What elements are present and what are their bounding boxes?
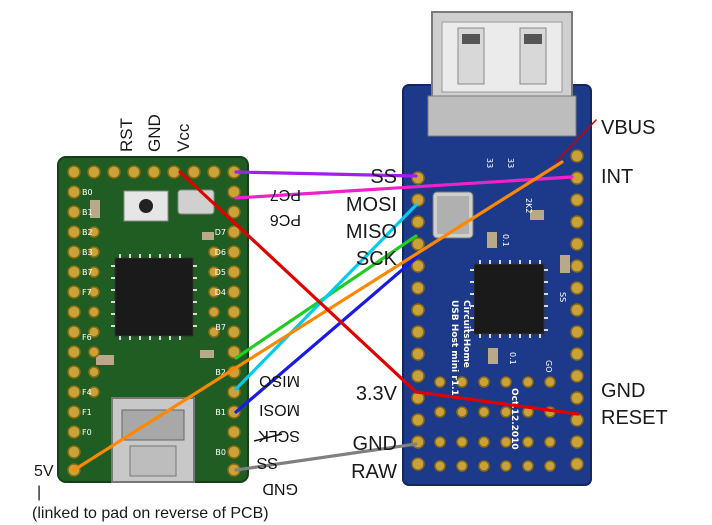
left-top-pads (67, 165, 241, 179)
note-linked-pad: (linked to pad on reverse of PCB) (32, 505, 269, 522)
silk-l-12: F6 (82, 333, 92, 342)
silk-r-9: B2 (215, 368, 226, 377)
wires (72, 119, 597, 472)
board-text-date: Oct.12.2010 (509, 388, 519, 450)
mirror-label-miso: MISO (259, 372, 300, 389)
right-left-pads (411, 171, 425, 471)
mirror-label-pc6: PC6 (270, 211, 301, 228)
mirror-label-gnd: GND (262, 480, 298, 497)
board-text-circuitshome: CircuitsHome (461, 300, 471, 368)
right-bottom-pads (434, 376, 556, 472)
silk-r-10: B1 (215, 408, 226, 417)
mark-0-1-b: 0.1 (508, 352, 517, 365)
mark-go: GO (544, 360, 553, 373)
silk-r-4: B7 (215, 323, 226, 332)
note-tick: | (37, 484, 41, 501)
silk-l-0: B0 (82, 188, 93, 197)
label-gnd-left: GND (353, 433, 397, 455)
wire-5v-vbus (72, 160, 564, 472)
pin-label-vcc: Vcc (174, 123, 193, 152)
wire-pc6-int (234, 175, 574, 200)
label-raw: RAW (351, 461, 397, 483)
mirror-label-pc7: PC7 (270, 186, 301, 203)
silk-l-11: F7 (82, 288, 92, 297)
silk-r-3: D4 (215, 288, 226, 297)
left-crystal (177, 189, 215, 215)
pin-label-rst: RST (117, 118, 136, 152)
silk-l-2: B2 (82, 228, 93, 237)
mark-33-a: 33 (485, 158, 494, 168)
wire-sclk (234, 256, 418, 414)
right-right-pads (570, 149, 584, 471)
silk-l-1: B1 (82, 208, 93, 217)
left-right-pads (227, 185, 241, 459)
mark-0-1-a: 0.1 (501, 234, 510, 247)
wire-vbus-thin (555, 119, 597, 163)
mirror-label-ss: SS (257, 454, 278, 471)
silk-l-15: F1 (82, 408, 92, 417)
silk-l-4: B7 (82, 268, 93, 277)
label-gnd-right: GND (601, 380, 645, 402)
left-board: B0 B1 B2 B3 B7 F7 F6 F4 F1 F0 D7 D6 D5 D… (57, 156, 249, 483)
label-miso: MISO (346, 221, 397, 243)
silk-l-16: F0 (82, 428, 92, 437)
mark-33-b: 33 (506, 158, 515, 168)
silk-r-2: D5 (215, 268, 226, 277)
label-3v3: 3.3V (356, 383, 398, 405)
usb-a-connector (427, 11, 577, 137)
label-int: INT (601, 166, 633, 188)
silk-l-14: F4 (82, 388, 92, 397)
ss-strike (253, 433, 283, 442)
mark-ss: SS (558, 292, 567, 302)
silk-r-11: B0 (215, 448, 226, 457)
wire-vcc-reset (178, 170, 580, 416)
wire-gnd (234, 442, 418, 472)
silk-r-1: D6 (215, 248, 226, 257)
mirror-label-mosi: MOSI (259, 401, 300, 418)
silk-l-3: B3 (82, 248, 93, 257)
label-mosi: MOSI (346, 194, 397, 216)
board-text-usb-host: USB Host mini r1.1 (449, 300, 459, 396)
wire-mosi (234, 203, 418, 391)
silk-r-0: D7 (215, 228, 226, 237)
label-sck: SCK (356, 248, 398, 270)
right-board: CircuitsHome USB Host mini r1.1 Oct.12.2… (402, 11, 592, 486)
right-host-chip (473, 263, 545, 335)
pin-label-gnd: GND (145, 114, 164, 152)
left-left-pads (67, 185, 81, 459)
wire-pc7-ss (234, 170, 418, 178)
mark-2k2: 2K2 (524, 198, 533, 213)
left-inner-pads (88, 226, 220, 398)
label-reset: RESET (601, 407, 668, 429)
label-vbus: VBUS (601, 117, 655, 139)
label-5v: 5V (34, 463, 54, 480)
label-ss: SS (370, 166, 397, 188)
left-mcu-chip (114, 257, 194, 337)
